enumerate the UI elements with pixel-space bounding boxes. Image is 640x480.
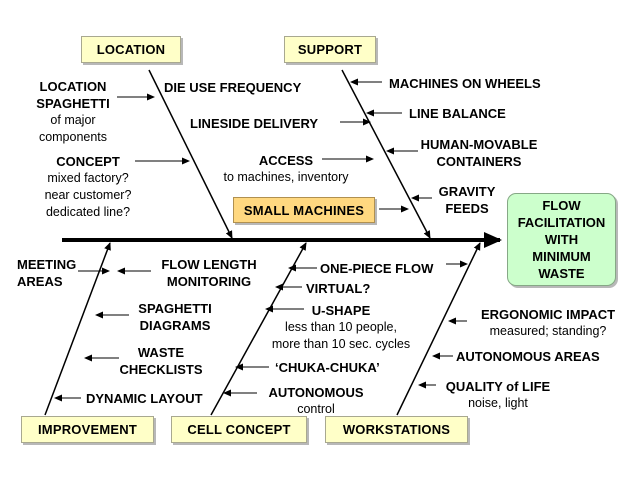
cell-concept-category: CELL CONCEPT	[171, 416, 307, 443]
support-category: SUPPORT	[284, 36, 376, 63]
virtual-cause: VIRTUAL?	[306, 281, 371, 296]
spaghetti-diagrams-cause: SPAGHETTI DIAGRAMS	[138, 301, 212, 333]
machines-on-wheels-cause: MACHINES ON WHEELS	[389, 76, 541, 91]
support-category-label: SUPPORT	[297, 42, 363, 57]
human-movable-containers-cause: HUMAN-MOVABLE CONTAINERS	[420, 137, 538, 169]
workstations-category: WORKSTATIONS	[325, 416, 468, 443]
dynamic-layout-cause: DYNAMIC LAYOUT	[86, 391, 203, 406]
effect-line-3: WITH	[544, 232, 579, 247]
improvement-category: IMPROVEMENT	[21, 416, 154, 443]
cell-concept-category-label: CELL CONCEPT	[187, 422, 291, 437]
waste-checklists-cause: WASTE CHECKLISTS	[119, 345, 203, 377]
flow-length-monitoring-cause: FLOW LENGTH MONITORING	[161, 257, 257, 289]
autonomous-control-cause: AUTONOMOUS control	[268, 385, 364, 416]
die-use-frequency-cause: DIE USE FREQUENCY	[164, 80, 302, 95]
line-balance-cause: LINE BALANCE	[409, 106, 506, 121]
location-bone	[148, 69, 233, 239]
improvement-bone	[44, 242, 111, 416]
access-cause: ACCESS to machines, inventory	[223, 153, 349, 184]
effect-box: FLOW FACILITATION WITH MINIMUM WASTE	[507, 193, 616, 286]
quality-of-life-cause: QUALITY of LIFE noise, light	[445, 379, 551, 410]
small-machines-box: SMALL MACHINES	[233, 197, 375, 223]
effect-line-1: FLOW	[542, 198, 581, 213]
autonomous-areas-cause: AUTONOMOUS AREAS	[456, 349, 600, 364]
concept-cause: CONCEPT mixed factory? near customer? de…	[44, 154, 132, 219]
one-piece-flow-cause: ONE-PIECE FLOW	[320, 261, 434, 276]
lineside-delivery-cause: LINESIDE DELIVERY	[190, 116, 319, 131]
u-shape-cause: U-SHAPE less than 10 people, more than 1…	[271, 303, 411, 351]
workstations-bone	[396, 242, 481, 416]
effect-line-5: WASTE	[538, 266, 585, 281]
small-machines-label: SMALL MACHINES	[243, 202, 365, 218]
location-spaghetti-cause: LOCATION SPAGHETTI of major components	[36, 79, 110, 144]
cell-concept-bone	[210, 242, 307, 416]
location-category: LOCATION	[81, 36, 181, 63]
effect-line-2: FACILITATION	[517, 215, 606, 230]
meeting-areas-cause: MEETING AREAS	[17, 257, 77, 289]
gravity-feeds-cause: GRAVITY FEEDS	[438, 184, 496, 216]
chuka-chuka-cause: ‘CHUKA-CHUKA’	[275, 360, 380, 375]
workstations-category-label: WORKSTATIONS	[342, 422, 451, 437]
location-category-label: LOCATION	[96, 42, 166, 57]
ergonomic-impact-cause: ERGONOMIC IMPACT measured; standing?	[480, 307, 616, 338]
improvement-category-label: IMPROVEMENT	[38, 422, 137, 437]
effect-line-4: MINIMUM	[532, 249, 591, 264]
